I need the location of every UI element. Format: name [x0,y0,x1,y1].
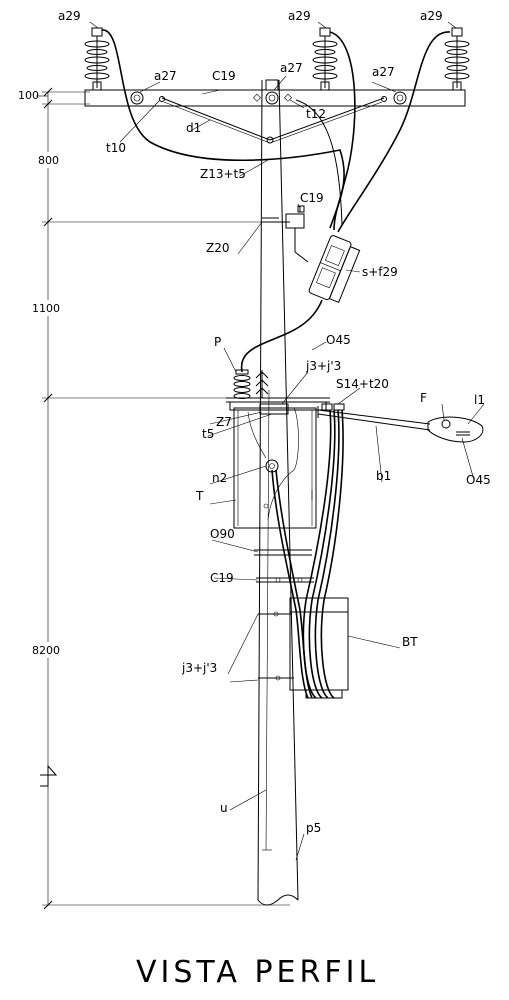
label-t12: t12 [306,107,326,121]
label-j3-bottom: j3+j'3 [181,661,217,675]
label-c19-mid: C19 [300,191,324,205]
transformer [226,369,345,529]
label-o45-top: O45 [326,333,351,347]
label-p: P [214,335,221,349]
insulator-center [312,27,338,91]
service-arm [317,406,484,443]
label-o45-right: O45 [466,473,491,487]
dim-8200: 8200 [32,644,60,657]
drawing-title: VISTA PERFIL [136,955,379,990]
dim-1100: 1100 [32,302,60,315]
label-t: T [195,489,204,503]
crossarm [84,79,466,144]
label-b1: b1 [376,469,391,483]
insulator-right [444,27,470,91]
label-t10: t10 [106,141,126,155]
label-o90: O90 [210,527,235,541]
label-a27-right: a27 [372,65,395,79]
insulator-left [84,27,110,91]
dim-800: 800 [38,154,59,167]
lv-box [289,597,349,699]
label-a29-center: a29 [288,9,311,23]
pole [257,79,299,906]
dimension-lines [30,87,290,910]
label-f: F [420,391,427,405]
label-j3-top: j3+j'3 [305,359,341,373]
label-z7: Z7 [216,415,232,429]
label-n2: n2 [212,471,227,485]
cutout-fuse [279,205,361,303]
label-s-f29: s+f29 [362,265,398,279]
dim-100: 100 [18,89,39,102]
labels: a29 a29 a29 a27 C19 a27 a27 d1 t12 t10 Z… [58,9,491,835]
label-a29-left: a29 [58,9,81,23]
conductor-wires [101,29,451,233]
label-c19-low: C19 [210,571,234,585]
label-z13-t5: Z13+t5 [200,167,246,181]
label-d1: d1 [186,121,201,135]
label-p5: p5 [306,821,321,835]
label-bt: BT [402,635,418,649]
pole-bands [254,217,314,681]
label-a27-left: a27 [154,69,177,83]
label-a27-center: a27 [280,61,303,75]
drop-wire [240,299,323,373]
label-a29-right: a29 [420,9,443,23]
lv-cable-bundle [271,409,344,699]
label-c19-top: C19 [212,69,236,83]
label-l1: l1 [474,393,485,407]
label-z20: Z20 [206,241,230,255]
label-s14-t20: S14+t20 [336,377,389,391]
leader-lines [89,21,485,861]
label-t5: t5 [202,427,214,441]
label-u: u [220,801,228,815]
